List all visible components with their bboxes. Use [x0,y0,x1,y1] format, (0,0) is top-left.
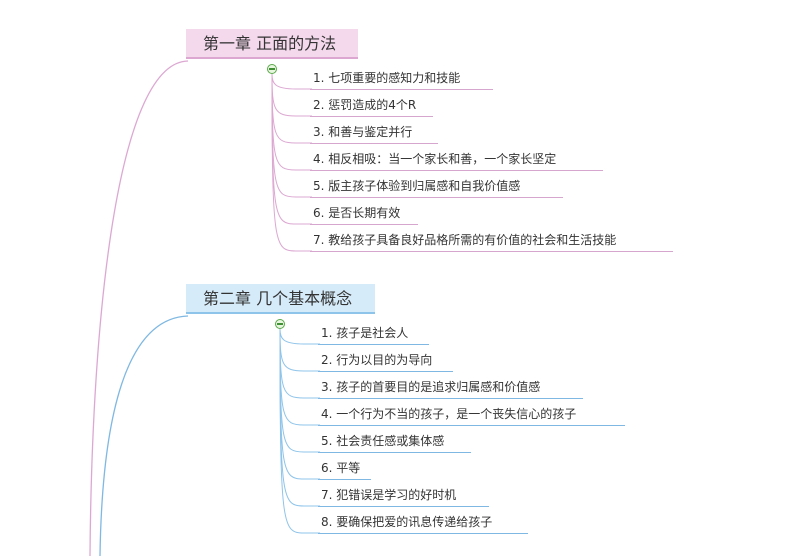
branch-connector-chapter-1 [89,60,189,556]
chapter-2-item[interactable]: 6. 平等 [318,456,371,480]
branch-connector-chapter-2 [99,315,189,556]
collapse-icon[interactable] [267,64,277,74]
item-connector [279,328,320,534]
chapter-2-item[interactable]: 4. 一个行为不当的孩子，是一个丧失信心的孩子 [318,402,625,426]
item-connector [271,73,312,225]
chapter-2-item[interactable]: 2. 行为以目的为导向 [318,348,453,372]
item-connector [279,328,320,480]
item-connector [271,73,312,117]
item-connector [279,328,320,372]
chapter-1-item[interactable]: 1. 七项重要的感知力和技能 [310,66,493,90]
item-connector [271,73,312,171]
collapse-icon[interactable] [275,319,285,329]
item-connector [271,73,312,198]
item-connector [279,328,320,345]
item-connector [271,73,312,144]
chapter-1-item[interactable]: 7. 教给孩子具备良好品格所需的有价值的社会和生活技能 [310,228,673,252]
chapter-1-item[interactable]: 2. 惩罚造成的4个R [310,93,433,117]
item-connector [279,328,320,399]
chapter-1-item[interactable]: 6. 是否长期有效 [310,201,418,225]
chapter-2-item[interactable]: 8. 要确保把爱的讯息传递给孩子 [318,510,528,534]
chapter-2-item-connectors [279,328,320,534]
item-connector [279,328,320,426]
chapter-2-item[interactable]: 1. 孩子是社会人 [318,321,429,345]
chapter-2-item[interactable]: 7. 犯错误是学习的好时机 [318,483,489,507]
chapter-1-title[interactable]: 第一章 正面的方法 [186,29,358,59]
chapter-2-item[interactable]: 5. 社会责任感或集体感 [318,429,471,453]
chapter-2-item[interactable]: 3. 孩子的首要目的是追求归属感和价值感 [318,375,583,399]
chapter-1-item[interactable]: 4. 相反相吸：当一个家长和善，一个家长坚定 [310,147,603,171]
chapter-1-item[interactable]: 3. 和善与鉴定并行 [310,120,438,144]
item-connector [271,73,312,90]
item-connector [279,328,320,453]
chapter-1-item-connectors [271,73,312,252]
item-connector [271,73,312,252]
chapter-2-title[interactable]: 第二章 几个基本概念 [186,284,375,314]
chapter-1-item[interactable]: 5. 版主孩子体验到归属感和自我价值感 [310,174,563,198]
